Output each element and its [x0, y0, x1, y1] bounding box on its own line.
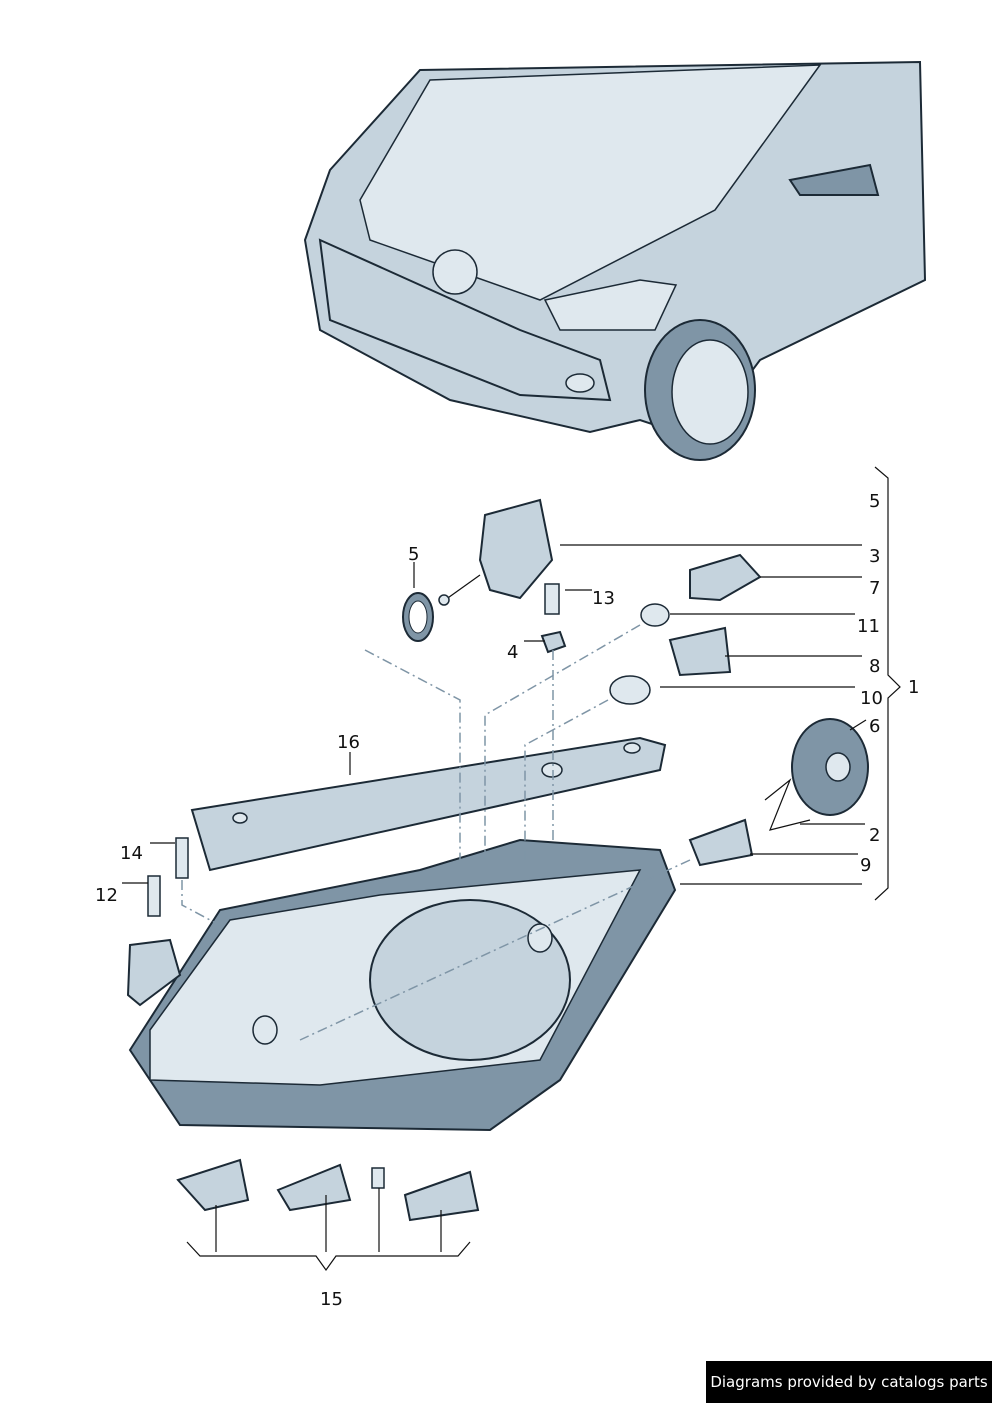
callout-5-seal: 5: [408, 544, 419, 565]
vw-logo: [432, 249, 478, 295]
callout-15: 14: [120, 843, 143, 864]
callout-3: 3: [869, 546, 880, 567]
headlamp-assembly: [126, 838, 677, 1132]
callout-8: 8: [869, 656, 880, 677]
car-illustration: [303, 60, 927, 461]
callout-4: 4: [507, 642, 518, 663]
callout-11: 10: [860, 688, 883, 709]
clip-2: [764, 778, 811, 831]
footer-credit: Diagrams provided by catalogs parts: [706, 1361, 992, 1403]
bulb-11: [609, 675, 651, 705]
callout-16: 16: [337, 732, 360, 753]
nut-4: [540, 630, 567, 654]
callout-5: 5: [869, 491, 880, 512]
screw-14: [544, 583, 560, 615]
callout-6: 6: [869, 716, 880, 737]
bulb-socket-7: [689, 553, 762, 602]
callout-7: 7: [869, 578, 880, 599]
callout-12: 11: [857, 616, 880, 637]
bulb-socket-8: [668, 626, 732, 677]
callout-14: 13: [592, 588, 615, 609]
bolt-13: [147, 875, 161, 917]
callout-13: 12: [95, 885, 118, 906]
bulb-12: [640, 603, 670, 627]
bolt-15: [175, 837, 189, 879]
callout-2: 2: [869, 825, 880, 846]
callout-10: 9: [860, 855, 871, 876]
bulb-holder-3: [478, 498, 554, 600]
callout-9: 15: [320, 1289, 343, 1310]
callout-1: 1: [908, 677, 919, 698]
bulb-10: [688, 818, 754, 867]
